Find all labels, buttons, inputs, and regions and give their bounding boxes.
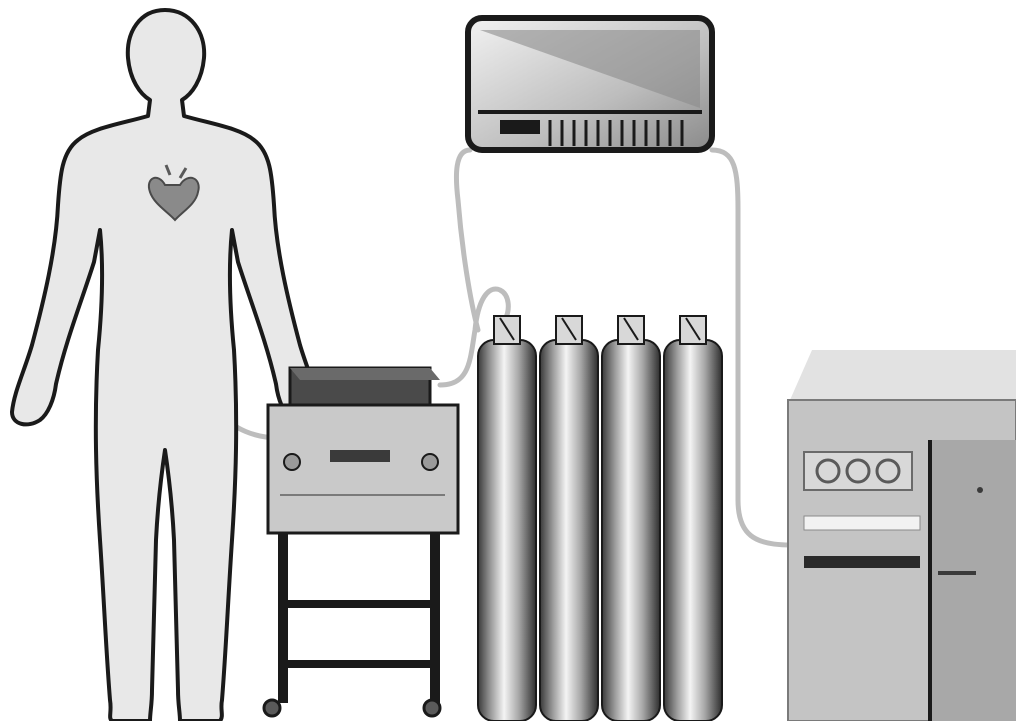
chart-recorder	[468, 18, 712, 150]
human-figure-icon	[12, 10, 320, 721]
cart-top-lid	[290, 368, 440, 380]
gas-cylinder-icon	[478, 316, 536, 721]
cabinet-indicator	[977, 487, 983, 493]
cabinet-panel-light	[804, 516, 920, 530]
patient-figure	[12, 10, 320, 721]
cart-knob	[422, 454, 438, 470]
cart-knob	[284, 454, 300, 470]
gas-cylinder-icon	[602, 316, 660, 721]
tube-recorder-to-console	[712, 150, 790, 545]
cabinet-side-panel	[930, 440, 1016, 721]
tube-recorder-loop	[456, 150, 478, 330]
cabinet-panel-dark	[804, 556, 920, 568]
cart-stand-leg	[430, 533, 440, 703]
cart-wheel	[424, 700, 440, 716]
cart-control-bar	[330, 450, 390, 462]
cart-stand-crossbar	[288, 600, 430, 608]
gas-cylinder-icon	[664, 316, 722, 721]
cart-wheel	[264, 700, 280, 716]
console-cabinet	[788, 350, 1016, 721]
recorder-slot	[500, 120, 540, 134]
gas-cylinders	[478, 316, 722, 721]
catheter-cart	[264, 368, 458, 716]
cabinet-display	[804, 452, 912, 490]
cart-stand-crossbar	[288, 660, 430, 668]
cabinet-top	[790, 350, 1016, 400]
cart-stand-leg	[278, 533, 288, 703]
gas-cylinder-icon	[540, 316, 598, 721]
